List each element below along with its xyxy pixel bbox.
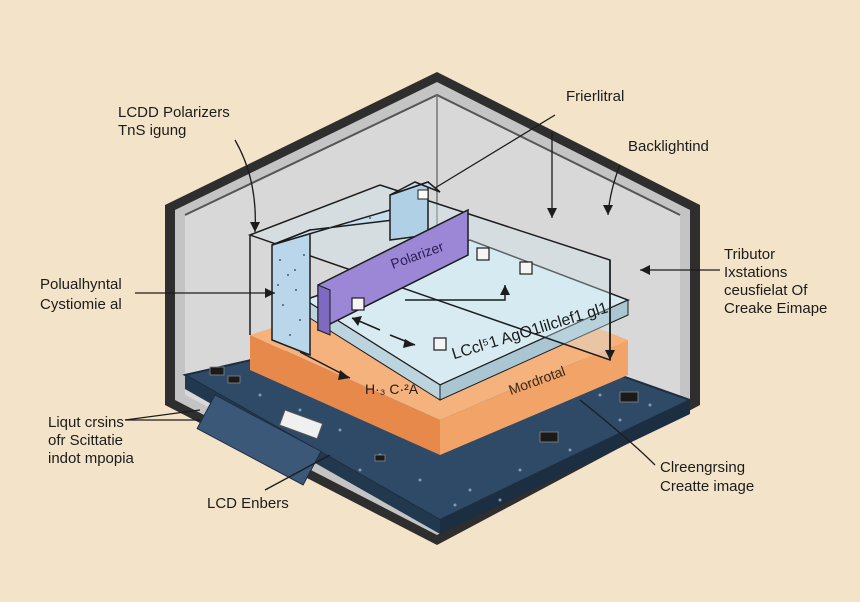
orange-layer-front — [250, 335, 440, 455]
arrow-heads — [250, 205, 650, 380]
dotted-panel-speckles — [277, 217, 371, 336]
light-block-top — [389, 181, 441, 196]
small-cubes — [351, 247, 533, 351]
glass-layer-right — [439, 299, 629, 401]
label-frierlitral: Frierlitral — [566, 88, 625, 105]
label-tributor: Tributor Ixstations ceusfielat Of Creake… — [724, 246, 828, 317]
label-lcd-polarizers: LCDD Polarizers TnS igung — [118, 104, 230, 139]
label-screen-image: Clreengrsing Creatte image — [660, 459, 755, 495]
label-lcd-enbers: LCD Enbers — [207, 495, 289, 512]
label-backlight: Backlightind — [628, 138, 709, 155]
polarizer-side — [317, 284, 331, 336]
light-block-notch — [417, 189, 429, 200]
circuit-board-edge-right — [440, 400, 690, 534]
dotted-panel-front — [271, 228, 311, 357]
label-liquid-crystals: Liqut crsins ofr Scittatie indot mpopia — [48, 414, 134, 467]
label-polarizing: Polualhyntal Cystiomie al — [40, 276, 122, 313]
orange-layer-right — [440, 340, 628, 455]
leader-lines — [124, 114, 720, 491]
connector-pins — [196, 394, 324, 486]
small-layer-text: H·₃ C·²A — [365, 381, 419, 397]
circuit-chips — [209, 366, 639, 462]
